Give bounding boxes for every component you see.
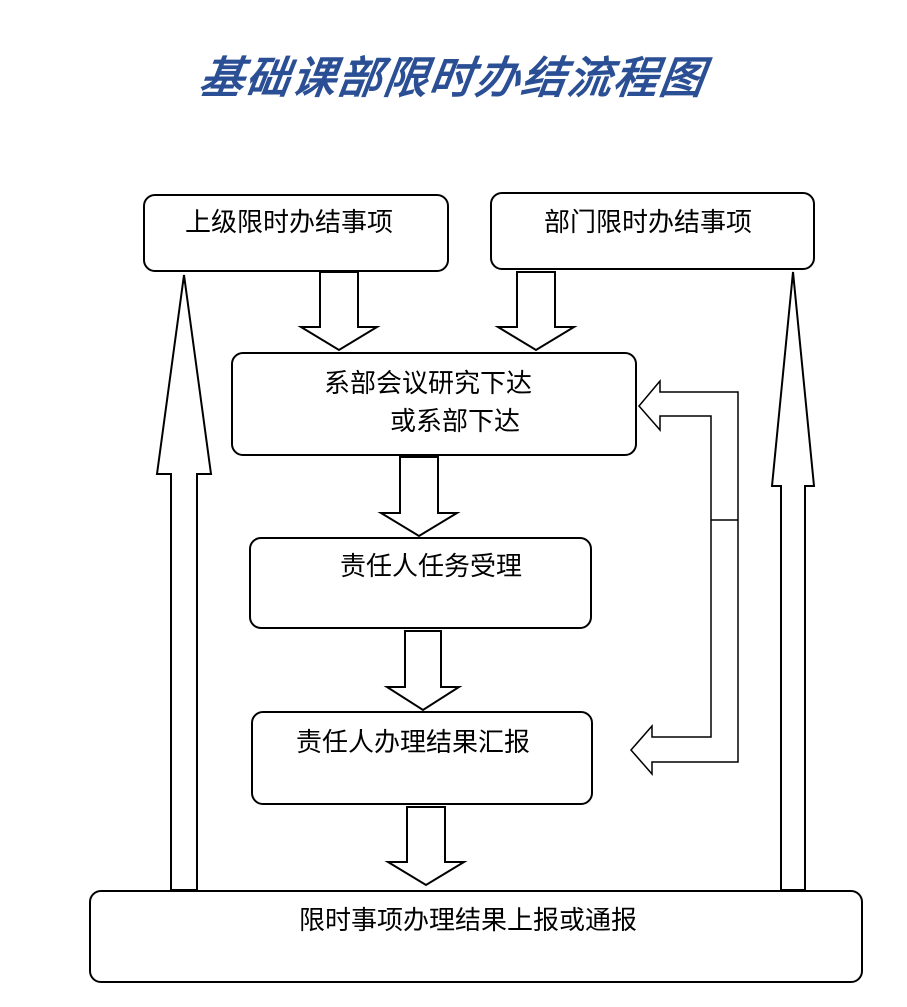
box-accept-label: 责任人任务受理 [340,552,523,582]
feedback-bracket-arrows [630,378,739,776]
box-department-items: 部门限时办结事项 [490,192,815,270]
arrow-final-to-department [770,271,816,891]
box-department-items-label: 部门限时办结事项 [544,208,753,238]
box-assign: 系部会议研究下达 或系部下达 [231,352,637,456]
box-report-result-label: 责任人办理结果汇报 [296,728,531,758]
box-assign-line2: 或系部下达 [390,407,521,437]
arrow-department-to-assign [494,271,578,352]
arrow-superior-to-assign [297,271,381,352]
arrow-assign-to-accept [377,456,461,538]
feedback-arrow-upper [638,378,739,520]
box-superior-items: 上级限时办结事项 [143,194,449,272]
box-accept: 责任人任务受理 [249,537,592,629]
box-final-report-label: 限时事项办理结果上报或通报 [299,906,638,936]
arrow-accept-to-report [383,630,463,712]
box-report-result: 责任人办理结果汇报 [251,711,593,805]
box-final-report: 限时事项办理结果上报或通报 [89,890,863,983]
box-assign-line1: 系部会议研究下达 [324,369,533,399]
feedback-arrow-lower [630,520,739,776]
arrow-final-to-superior [155,274,213,891]
box-superior-items-label: 上级限时办结事项 [185,208,394,238]
arrow-report-to-final [384,806,468,887]
